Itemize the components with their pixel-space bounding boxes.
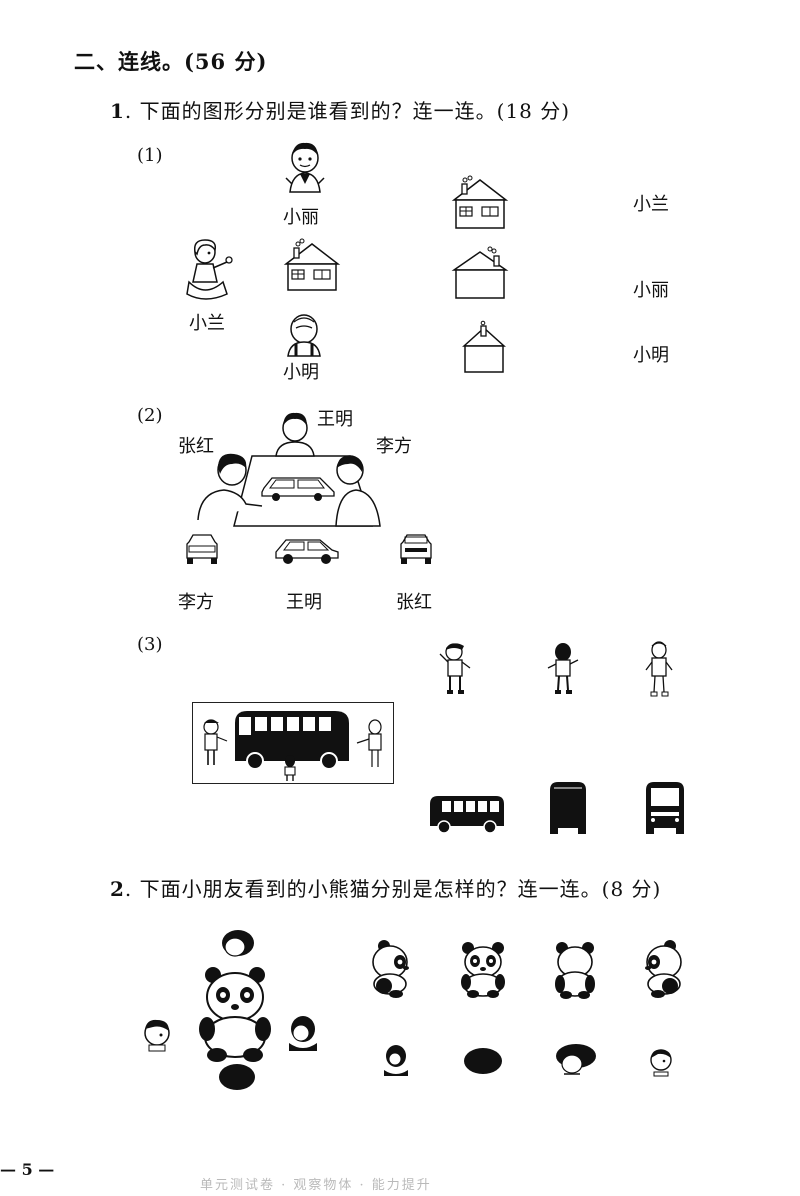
answer-label-3[interactable]: 小明 <box>633 345 669 366</box>
answer-label-2[interactable]: 小丽 <box>633 280 669 301</box>
answer-label-1[interactable]: 小兰 <box>633 194 669 215</box>
footer-faded-text: 单元测试卷 · 观察物体 · 能力提升 <box>200 1178 432 1193</box>
child-option-2[interactable] <box>546 640 580 696</box>
part-3-label: (3) <box>137 634 163 655</box>
person-label-xiaolan: 小兰 <box>189 313 225 334</box>
person-label-zhanghong: 张红 <box>178 436 214 457</box>
question-1-heading: 1. 下面的图形分别是谁看到的？连一连。(18 分) <box>110 95 570 124</box>
question-2-number: 2 <box>110 877 125 901</box>
answer-label-wangming[interactable]: 王明 <box>286 592 322 613</box>
question-1-number: 1 <box>110 99 125 123</box>
boy-front-illustration <box>285 142 325 193</box>
person-label-xiaoli: 小丽 <box>283 207 319 228</box>
child-option-1[interactable] <box>438 640 472 696</box>
kid-option-boy[interactable] <box>646 1046 676 1078</box>
table-scene-illustration <box>197 412 381 527</box>
bus-view-side-option[interactable] <box>428 792 506 836</box>
question-1-text: . 下面的图形分别是谁看到的？连一连。(18 分) <box>124 99 571 123</box>
house-center-illustration <box>283 238 341 291</box>
panda-view-side-left-option[interactable] <box>370 938 416 998</box>
bus-scene-illustration <box>203 711 382 781</box>
person-label-xiaoming: 小明 <box>283 362 319 383</box>
bus-view-front-option[interactable] <box>642 780 688 836</box>
kid-option-girl[interactable] <box>380 1044 412 1078</box>
car-view-side-option[interactable] <box>272 532 342 568</box>
house-view-side-option[interactable] <box>462 320 506 374</box>
boy-back-illustration <box>287 314 321 357</box>
bus-view-back-option[interactable] <box>546 780 590 836</box>
kid-option-back-dark[interactable] <box>462 1046 504 1076</box>
bus-scene-box <box>192 702 394 784</box>
panda-view-back-option[interactable] <box>552 938 598 1000</box>
answer-label-zhanghong[interactable]: 张红 <box>396 592 432 613</box>
section-title: 二、连线。(56 分) <box>74 49 268 74</box>
page-number: — 5 — <box>0 1160 55 1179</box>
car-view-back-option[interactable] <box>397 532 435 568</box>
part-1-label: (1) <box>137 145 163 166</box>
part-2-label: (2) <box>137 405 163 426</box>
car-view-front-option[interactable] <box>183 532 221 568</box>
person-label-lifang: 李方 <box>376 436 412 457</box>
panda-view-side-right-option[interactable] <box>638 938 684 1000</box>
panda-scene-illustration <box>144 930 317 1090</box>
kid-option-back-hair[interactable] <box>552 1042 598 1080</box>
panda-view-front-option[interactable] <box>458 938 508 998</box>
child-option-3[interactable] <box>642 640 676 698</box>
question-2-text: . 下面小朋友看到的小熊猫分别是怎样的？连一连。(8 分) <box>124 877 662 901</box>
question-2-heading: 2. 下面小朋友看到的小熊猫分别是怎样的？连一连。(8 分) <box>110 873 661 902</box>
person-label-wangming: 王明 <box>317 409 353 430</box>
house-view-back-option[interactable] <box>450 246 510 302</box>
girl-side-illustration <box>186 239 233 300</box>
house-view-front-option[interactable] <box>450 175 510 232</box>
answer-label-lifang[interactable]: 李方 <box>178 592 214 613</box>
